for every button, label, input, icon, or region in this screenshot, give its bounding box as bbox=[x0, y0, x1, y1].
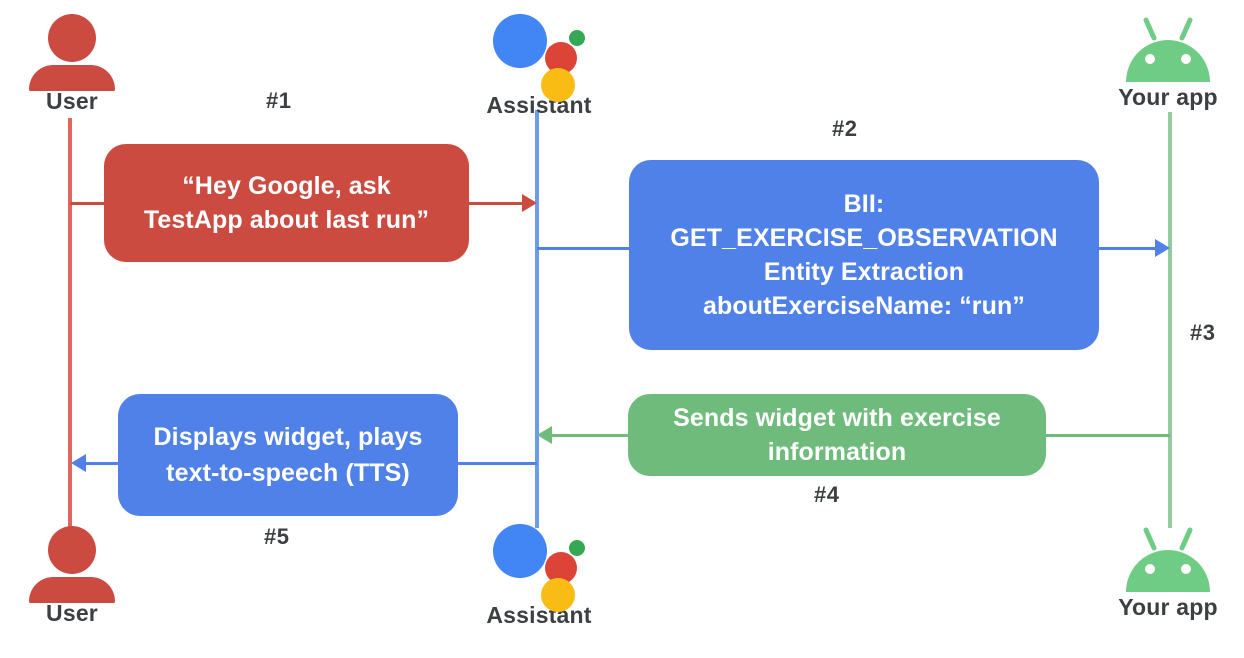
connector-app-to-step4 bbox=[1044, 434, 1170, 437]
message-line: Entity Extraction bbox=[763, 258, 965, 286]
message-line: Sends widget with exercise bbox=[673, 404, 1001, 432]
user-icon-body bbox=[29, 65, 115, 91]
message-line: aboutExerciseName: “run” bbox=[703, 292, 1025, 320]
arrowhead-step4 bbox=[537, 426, 552, 444]
actor-label-user-top: User bbox=[46, 88, 98, 114]
user-icon-head bbox=[48, 14, 96, 62]
connector-step5-to-user bbox=[86, 462, 120, 465]
step-number-3: #3 bbox=[1190, 320, 1216, 345]
assistant-icon-green-dot bbox=[569, 30, 585, 46]
lifeline-assistant bbox=[535, 110, 539, 528]
message-box-step2[interactable]: BII: GET_EXERCISE_OBSERVATION Entity Ext… bbox=[629, 160, 1099, 350]
connector-assistant-to-step5 bbox=[458, 462, 537, 465]
assistant-icon-yellow-dot bbox=[541, 68, 575, 102]
actor-assistant-bottom: Assistant bbox=[459, 520, 619, 627]
arrowhead-step1 bbox=[522, 194, 537, 212]
actor-label-assistant-bottom: Assistant bbox=[486, 602, 592, 628]
google-assistant-icon bbox=[493, 520, 585, 612]
actor-label-assistant-top: Assistant bbox=[486, 92, 592, 118]
assistant-icon-green-dot bbox=[569, 540, 585, 556]
step-number-1: #1 bbox=[266, 88, 292, 113]
android-icon bbox=[1120, 14, 1216, 86]
message-box-step1[interactable]: “Hey Google, ask TestApp about last run” bbox=[104, 144, 469, 262]
connector-step2-to-app bbox=[1098, 247, 1160, 250]
connector-step4-to-assistant bbox=[552, 434, 630, 437]
connector-step1-to-assistant bbox=[468, 202, 524, 205]
android-icon-svg bbox=[1126, 17, 1210, 82]
message-line: BII: bbox=[843, 190, 885, 218]
message-line: “Hey Google, ask bbox=[182, 172, 391, 200]
google-assistant-icon bbox=[493, 10, 585, 102]
message-box-step4[interactable]: Sends widget with exercise information bbox=[628, 394, 1046, 476]
lifeline-user bbox=[68, 118, 72, 530]
android-icon-svg bbox=[1126, 527, 1210, 592]
assistant-icon-blue-dot bbox=[493, 14, 547, 68]
message-line: information bbox=[767, 438, 907, 466]
assistant-icon-yellow-dot bbox=[541, 578, 575, 612]
android-icon bbox=[1120, 524, 1216, 596]
actor-your-app-bottom: Your app bbox=[1088, 524, 1244, 619]
message-line: TestApp about last run” bbox=[143, 206, 430, 234]
actor-label-your-app-bottom: Your app bbox=[1118, 594, 1218, 620]
actor-assistant-top: Assistant bbox=[459, 10, 619, 117]
message-box-step5[interactable]: Displays widget, plays text-to-speech (T… bbox=[118, 394, 458, 516]
message-line: GET_EXERCISE_OBSERVATION bbox=[670, 224, 1058, 252]
user-icon bbox=[29, 526, 115, 603]
step-number-2: #2 bbox=[832, 116, 858, 141]
message-line: text-to-speech (TTS) bbox=[166, 459, 410, 487]
user-icon-body bbox=[29, 577, 115, 603]
actor-user-bottom: User bbox=[0, 526, 152, 625]
actor-label-user-bottom: User bbox=[46, 600, 98, 626]
user-icon bbox=[29, 14, 115, 91]
step-number-4: #4 bbox=[814, 482, 840, 507]
step-number-5: #5 bbox=[264, 524, 290, 549]
arrowhead-step5 bbox=[71, 454, 86, 472]
arrowhead-step2 bbox=[1155, 239, 1170, 257]
actor-user-top: User bbox=[0, 14, 152, 113]
message-line: Displays widget, plays bbox=[153, 423, 423, 451]
assistant-icon-blue-dot bbox=[493, 524, 547, 578]
connector-user-to-step1 bbox=[70, 202, 106, 205]
lifeline-your-app bbox=[1168, 112, 1172, 528]
user-icon-head bbox=[48, 526, 96, 574]
actor-label-your-app-top: Your app bbox=[1118, 84, 1218, 110]
actor-your-app-top: Your app bbox=[1088, 14, 1244, 109]
connector-assistant-to-step2 bbox=[537, 247, 633, 250]
